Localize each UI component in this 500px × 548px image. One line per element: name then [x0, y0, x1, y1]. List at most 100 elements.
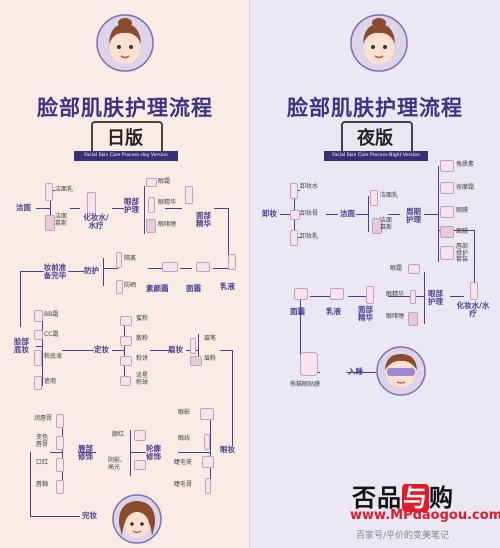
- flow-line: [424, 272, 425, 324]
- day-title: 脸部肌肤护理流程: [37, 96, 213, 120]
- product-icon: [202, 456, 214, 468]
- night-cleanse-opt2: 洁面慕斯: [380, 217, 393, 231]
- product-icon: [290, 210, 300, 220]
- flow-line: [310, 296, 332, 297]
- product-icon: [120, 316, 132, 326]
- flow-line: [78, 452, 96, 453]
- product-icon: [205, 478, 211, 494]
- night-step-weekly: 周期护理: [406, 207, 421, 225]
- day-step-eye-care: 眼部护理: [124, 197, 139, 215]
- day-cleanse-opt1: 洁面乳: [55, 186, 74, 193]
- day-eye-m2: 眼线: [178, 435, 191, 442]
- product-icon: [366, 286, 374, 304]
- product-icon: [120, 376, 131, 386]
- flow-line: [112, 350, 124, 351]
- product-icon: [440, 226, 454, 238]
- night-step-remove: 卸妆: [262, 209, 277, 218]
- flow-line: [346, 372, 376, 373]
- day-set-opt1: 蜜粉: [136, 315, 149, 322]
- night-eye-mask: 熊猫眼贴膜: [290, 381, 321, 388]
- day-step-brow: 眉妆: [168, 345, 183, 354]
- day-protect-opt2: 防晒: [124, 282, 137, 289]
- night-eye-opt2: 眼精华: [386, 291, 405, 298]
- product-icon: [120, 356, 132, 366]
- night-step-serum: 面部精华: [358, 305, 373, 323]
- flow-line: [148, 268, 162, 269]
- flow-line: [130, 430, 131, 476]
- site-url: www.MPdaogou.com: [350, 508, 500, 523]
- day-brow-opt1: 眉笔: [204, 335, 217, 342]
- flow-line: [424, 214, 438, 215]
- flow-line: [50, 452, 62, 453]
- product-icon: [440, 160, 454, 172]
- night-band: Facial Skin Care Process-Night Version: [324, 151, 428, 161]
- flow-line: [70, 208, 80, 209]
- night-remove-opt2: 卸妆膏: [300, 210, 319, 217]
- flow-line: [228, 208, 229, 262]
- product-icon: [120, 336, 132, 346]
- flow-line: [210, 408, 211, 488]
- product-icon: [56, 480, 64, 494]
- flow-line: [124, 318, 125, 384]
- product-icon: [45, 183, 53, 201]
- day-avatar-girl-icon: [96, 14, 154, 72]
- flow-line: [474, 230, 475, 286]
- flow-line: [68, 271, 84, 272]
- flow-line: [214, 208, 228, 209]
- product-icon: [146, 219, 156, 233]
- product-icon: [190, 338, 196, 354]
- day-set-opt4: 流星粉球: [136, 372, 149, 386]
- night-remove-opt1: 卸妆水: [300, 183, 319, 190]
- product-icon: [330, 288, 344, 300]
- flow-line: [368, 196, 369, 232]
- product-icon: [196, 262, 210, 272]
- flow-line: [150, 350, 172, 351]
- night-weekly-opt3: 眼膜: [456, 207, 469, 214]
- day-eye-m1: 眼影: [178, 409, 191, 416]
- product-icon: [56, 414, 64, 428]
- night-step-sleep: 入睡: [348, 367, 363, 376]
- flow-line: [30, 516, 80, 517]
- flow-line: [438, 166, 439, 262]
- flow-line: [326, 214, 338, 215]
- product-icon: [440, 182, 454, 194]
- night-eye-opt3: 眼啫喱: [386, 313, 405, 320]
- night-step-cream: 面霜: [290, 307, 305, 316]
- night-cleanse-opt1: 洁面乳: [380, 192, 399, 199]
- night-weekly-opt1: 角质素: [456, 161, 475, 168]
- night-title: 脸部肌肤护理流程: [287, 96, 463, 120]
- day-eye-m4: 睫毛膏: [174, 481, 193, 488]
- day-eye-opt3: 眼啫喱: [158, 221, 177, 228]
- day-step-cream: 面霜: [186, 284, 201, 293]
- day-step-premakeup: 妆前准备完毕: [43, 263, 67, 281]
- flow-line: [62, 420, 63, 488]
- night-sleeping-girl-icon: [376, 346, 426, 396]
- product-icon: [162, 262, 178, 272]
- day-step-eye-makeup: 眼妆: [220, 445, 235, 454]
- product-icon: [56, 436, 64, 450]
- day-step-lip: 唇部修饰: [78, 444, 93, 462]
- product-icon: [56, 458, 64, 472]
- flow-line: [300, 296, 301, 372]
- day-step-contour: 轮廓修饰: [146, 444, 161, 462]
- flow-line: [144, 186, 145, 234]
- day-step-lotion: 乳液: [220, 282, 235, 291]
- product-icon: [228, 254, 236, 270]
- night-avatar-girl-icon: [350, 14, 408, 72]
- flow-line: [180, 268, 192, 269]
- product-icon: [116, 252, 122, 268]
- flow-line: [62, 350, 94, 351]
- product-icon: [470, 282, 478, 300]
- day-brow-opt2: 眉粉: [204, 355, 217, 362]
- product-icon: [34, 310, 43, 322]
- night-step-cleanse: 洁面: [340, 209, 355, 218]
- day-base-opt1: BB霜: [44, 311, 59, 318]
- product-icon: [34, 330, 43, 340]
- day-step-primer: 素颜霜: [146, 284, 169, 293]
- day-lip-opt2: 变色唇膏: [36, 434, 49, 448]
- night-version: 夜版: [357, 128, 393, 149]
- night-step-lotion: 乳液: [326, 307, 341, 316]
- day-base-opt4: 遮瑕: [44, 378, 57, 385]
- flow-line: [42, 316, 43, 386]
